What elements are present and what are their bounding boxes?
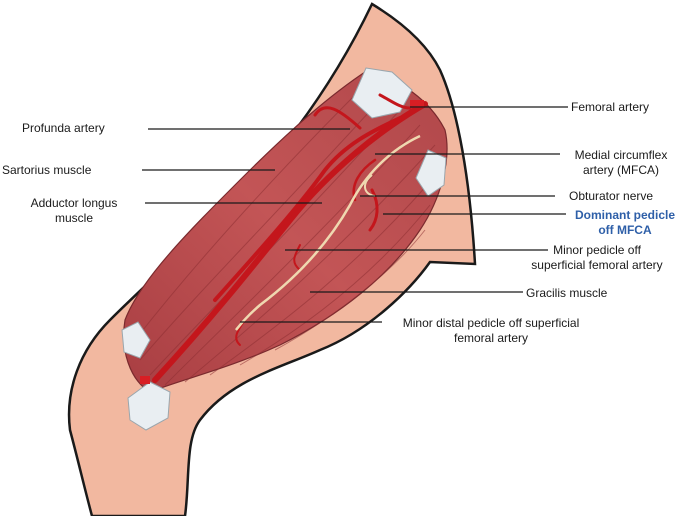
obturator-nerve bbox=[235, 134, 421, 331]
distal-artery-end bbox=[140, 376, 150, 384]
label-adductor-line1: Adductor longus bbox=[30, 196, 118, 210]
label-adductor-longus: Adductor longus muscle bbox=[6, 196, 142, 226]
femoral-artery-end bbox=[410, 100, 424, 108]
label-dominant-line1: Dominant pedicle bbox=[574, 208, 675, 222]
leader-lines bbox=[142, 106, 568, 323]
label-profunda-artery: Profunda artery bbox=[22, 121, 105, 135]
label-sartorius-muscle: Sartorius muscle bbox=[2, 163, 92, 177]
label-femoral-artery: Femoral artery bbox=[571, 100, 650, 114]
label-dominant-line2: off MFCA bbox=[598, 223, 652, 237]
label-adductor-line2: muscle bbox=[54, 211, 93, 225]
label-minor-line2: superficial femoral artery bbox=[531, 258, 663, 272]
label-minor-distal-pedicle: Minor distal pedicle off superficial fem… bbox=[384, 316, 598, 346]
medial-tendon bbox=[415, 149, 447, 197]
distal-tendon-left bbox=[121, 321, 151, 359]
label-distal-line2: femoral artery bbox=[453, 331, 529, 345]
label-mfca-line1: Medial circumflex bbox=[574, 148, 668, 162]
label-obturator-nerve: Obturator nerve bbox=[569, 189, 654, 203]
label-gracilis-muscle: Gracilis muscle bbox=[526, 286, 608, 300]
label-minor-line1: Minor pedicle off bbox=[553, 243, 641, 257]
label-mfca: Medial circumflex artery (MFCA) bbox=[562, 148, 680, 178]
label-dominant-pedicle: Dominant pedicle off MFCA bbox=[566, 208, 684, 238]
label-mfca-line2: artery (MFCA) bbox=[583, 163, 659, 177]
artery-network bbox=[152, 93, 428, 383]
muscle-mass bbox=[123, 69, 448, 393]
label-distal-line1: Minor distal pedicle off superficial bbox=[402, 316, 580, 330]
label-minor-pedicle: Minor pedicle off superficial femoral ar… bbox=[512, 243, 682, 273]
